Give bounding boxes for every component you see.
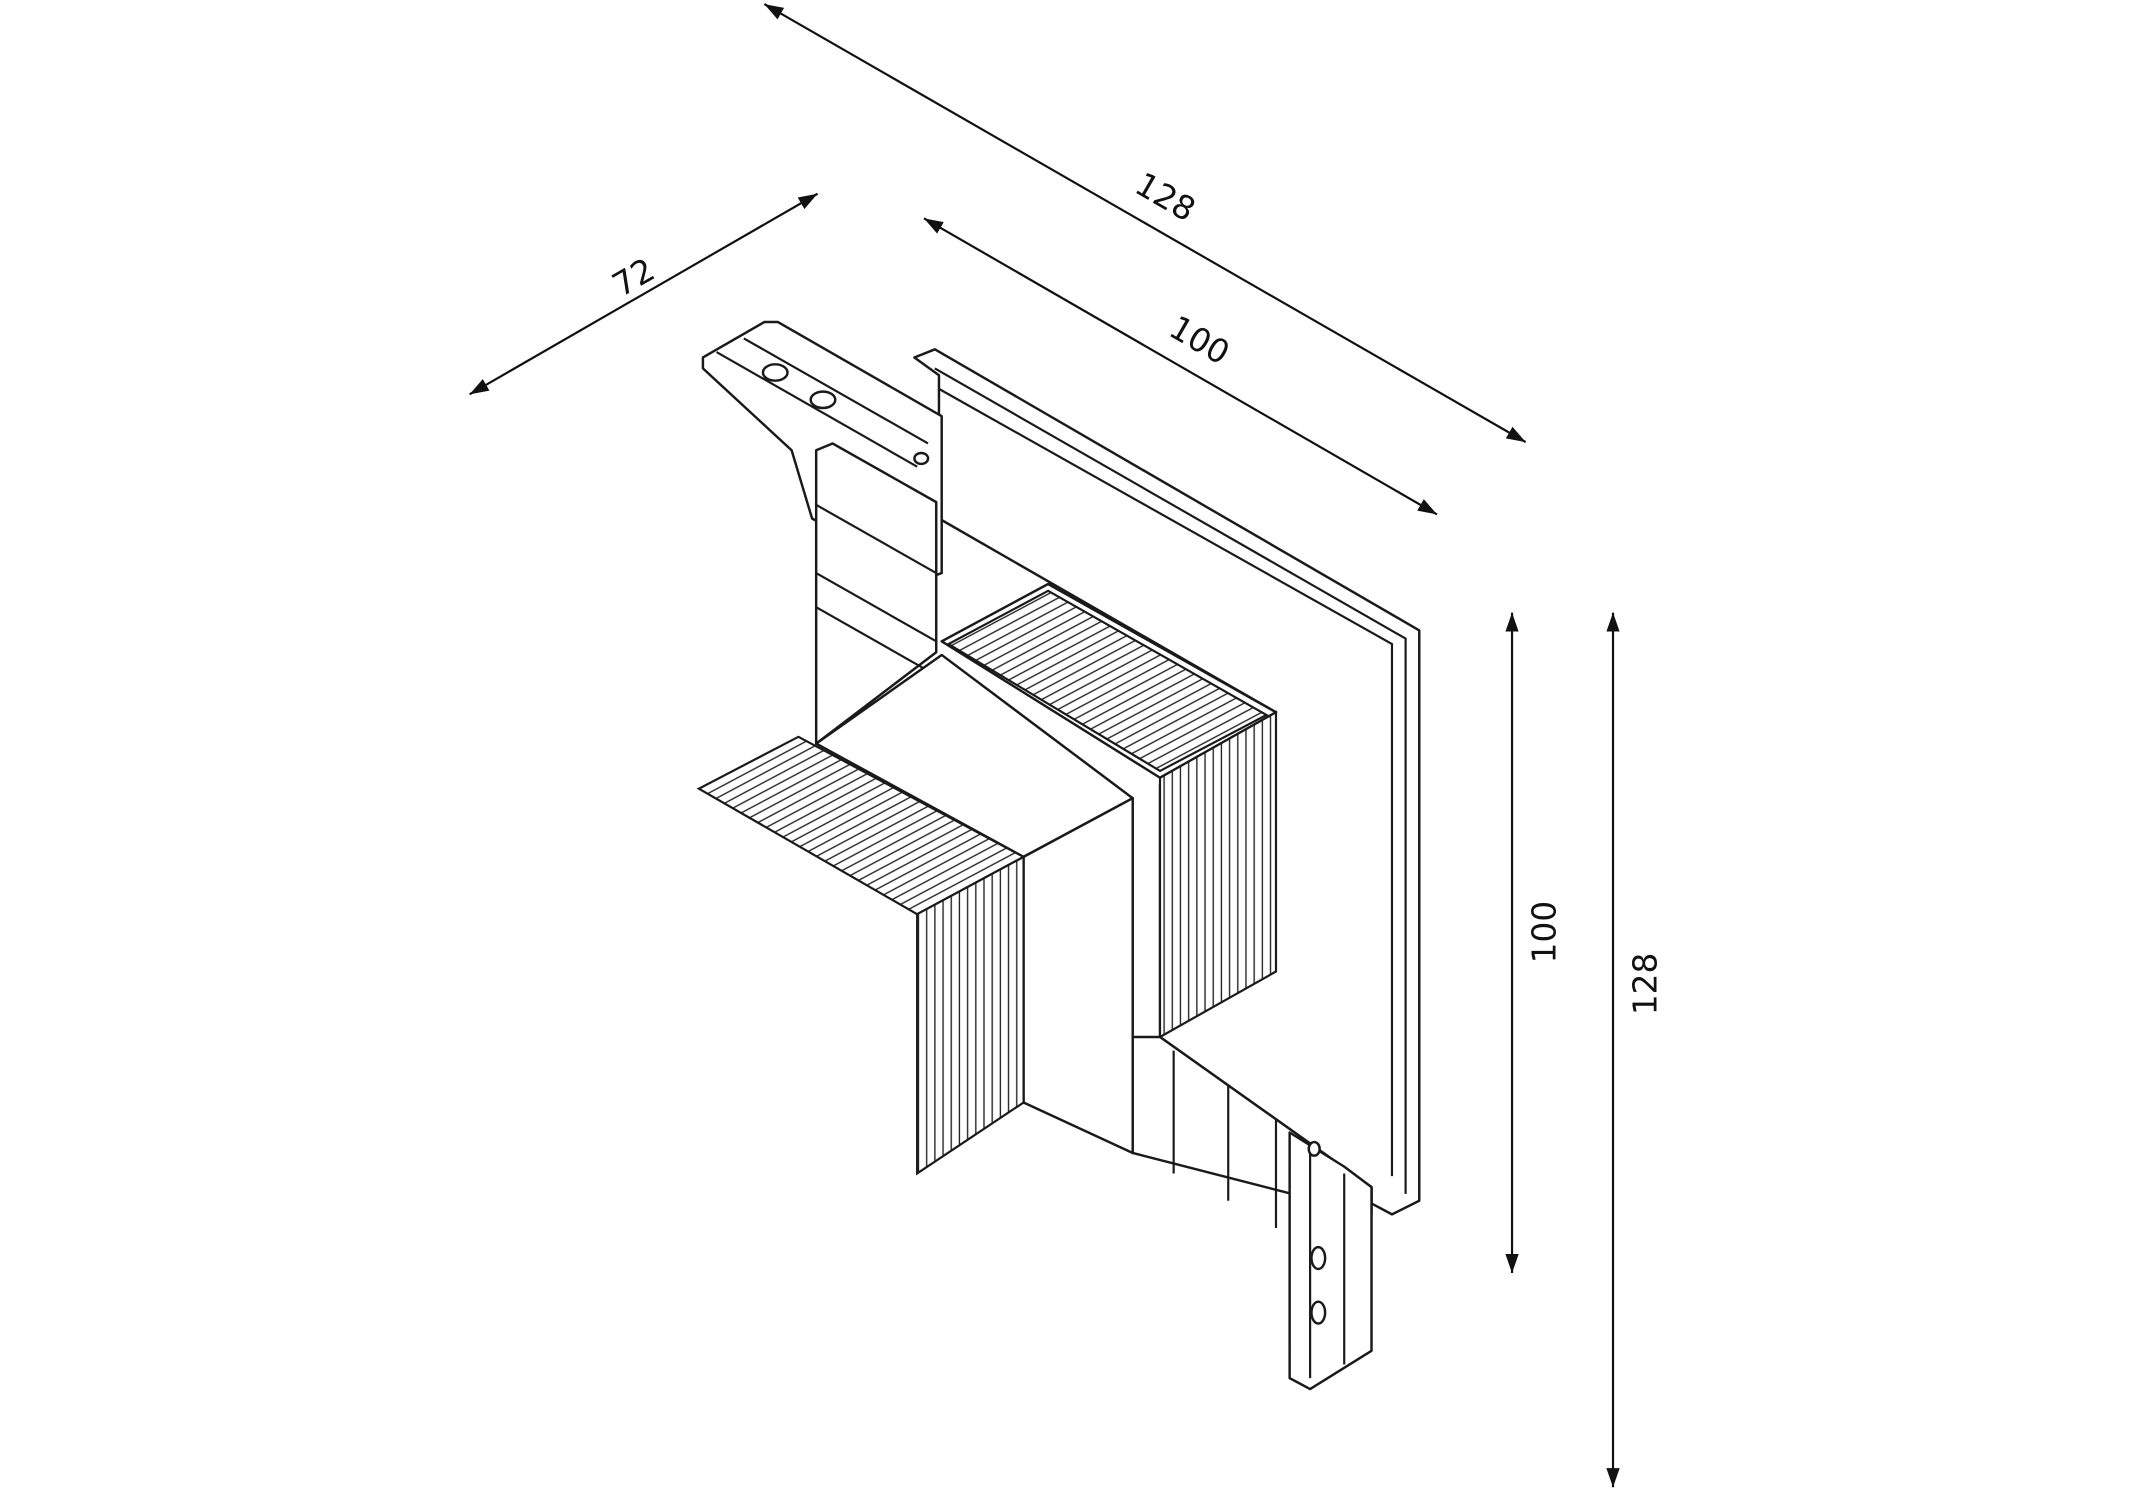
dimension-vertical-inner: 100: [1505, 612, 1564, 1274]
dimension-label-vertical-inner: 100: [1526, 901, 1564, 963]
dimension-vertical-overall: 128: [1606, 612, 1665, 1488]
dimension-label-depth: 72: [606, 251, 661, 305]
dimension-label-vertical-overall: 128: [1627, 953, 1665, 1015]
dimension-top-overall: 128: [763, 3, 1527, 444]
connector-body: [696, 320, 1421, 1391]
